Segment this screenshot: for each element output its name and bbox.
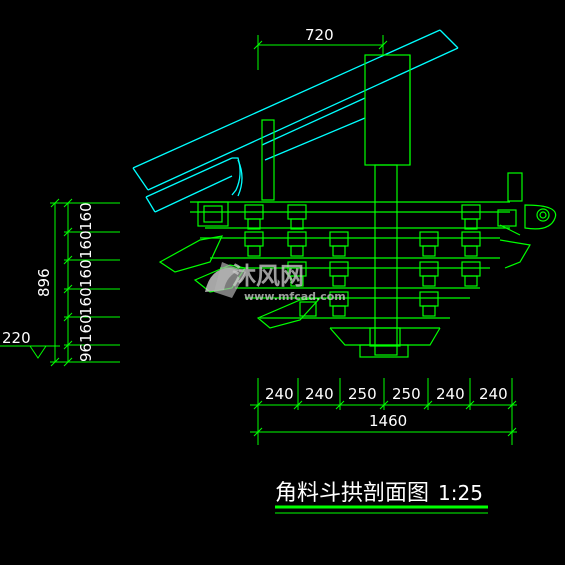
dim-left-seg-1: 160	[77, 202, 95, 231]
watermark-logo-icon	[205, 262, 246, 298]
watermark-brand: 沐风网	[232, 262, 304, 290]
dim-left-seg-4: 160	[77, 287, 95, 316]
watermark: 沐风网 www.mfcad.com	[205, 262, 346, 303]
dim-ground: 220	[2, 329, 31, 347]
dimension-lines	[0, 35, 517, 445]
dim-bottom-seg-4: 250	[392, 385, 421, 403]
bracket-structure	[158, 54, 557, 358]
dim-bottom-seg-6: 240	[479, 385, 508, 403]
dim-left-seg-5: 160	[77, 314, 95, 343]
dim-left-segments: 160 160 160 160 160 96	[77, 202, 95, 362]
dim-top: 720	[305, 26, 334, 44]
dim-bottom-seg-1: 240	[265, 385, 294, 403]
dim-left-seg-2: 160	[77, 230, 95, 259]
dim-left-seg-3: 160	[77, 259, 95, 288]
watermark-url: www.mfcad.com	[244, 290, 346, 303]
drawing-title: 角料斗拱剖面图	[275, 481, 429, 506]
dim-bottom-total: 1460	[369, 412, 407, 430]
dim-bottom-seg-3: 250	[348, 385, 377, 403]
roof-section	[132, 29, 459, 213]
drawing-scale: 1:25	[438, 481, 483, 505]
dim-left-seg-6: 96	[77, 343, 95, 362]
bracket-blocks	[244, 204, 481, 317]
dim-bottom-seg-5: 240	[436, 385, 465, 403]
dim-bottom-seg-2: 240	[305, 385, 334, 403]
dim-bottom-segments: 240 240 250 250 240 240	[265, 385, 508, 403]
dim-left-total: 896	[35, 268, 53, 297]
